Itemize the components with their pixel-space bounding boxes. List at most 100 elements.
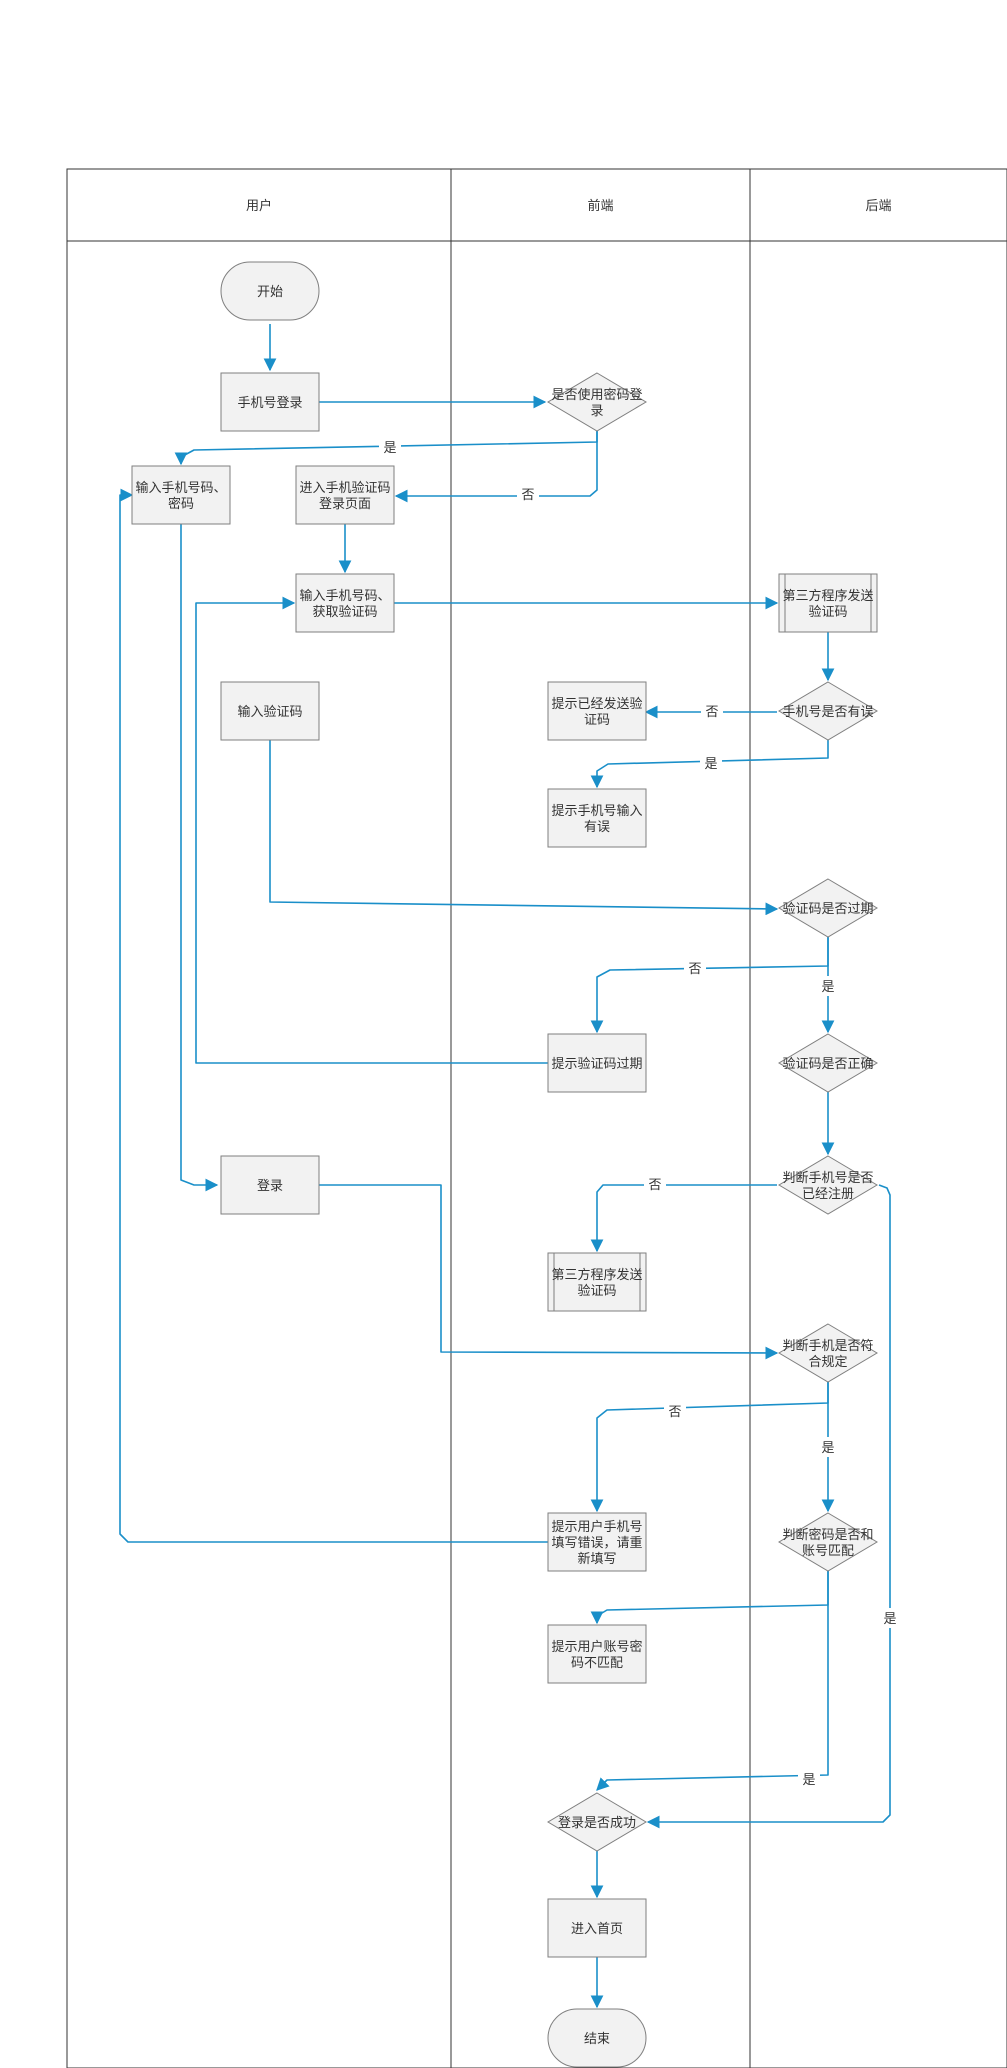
decision-diamond [547,372,647,432]
process-box [131,465,231,525]
edge-label-bg [644,1174,666,1194]
process-box [295,465,395,525]
lane-title-user: 用户 [246,198,272,214]
node-code_correct: 验证码是否正确 [778,1033,878,1093]
process-box [220,372,320,432]
node-label: 密码 [168,496,194,512]
process-box [547,681,647,741]
edge-label-text: 否 [521,488,534,503]
edge-label-text: 是 [821,980,834,995]
node-label: 结束 [584,2032,610,2047]
edge-label-text: 是 [802,1773,815,1788]
node-label: 输入手机号码、 [299,588,390,604]
node-label: 判断手机号是否 [782,1171,873,1186]
node-label: 有误 [584,820,610,835]
edge-label-bg [517,484,539,504]
node-label: 手机号登录 [237,396,302,411]
edge-tip_rewrite-to-input_phone_pwd [119,488,548,1543]
edge-label-text: 否 [648,1178,661,1193]
node-login_ok: 登录是否成功 [547,1792,647,1852]
node-label: 提示验证码过期 [551,1056,642,1072]
node-code_expired: 验证码是否过期 [778,878,878,938]
process-box [778,573,878,633]
edge-input_phone_pwd-to-login [180,524,219,1192]
node-label: 手机号是否有误 [782,705,873,720]
edge-label-bg [879,1608,901,1628]
node-label: 码不匹配 [571,1656,623,1671]
node-label: 合规定 [808,1355,847,1370]
edge-label-bg [700,753,722,773]
node-label: 开始 [257,285,283,300]
edge-label-use_pwd-to-input_phone_pwd: 是 [379,437,401,457]
edge-label-bg [798,1769,820,1789]
edge-label-bg [684,958,706,978]
node-label: 验证码是否过期 [782,901,873,917]
edge-label-bg [379,437,401,457]
process-box [547,1512,647,1572]
decision-diamond [778,1323,878,1383]
edge-tip_code_expired-to-input_phone_code [195,596,548,1064]
node-label: 输入验证码 [237,704,302,720]
edge-label-text: 否 [705,705,718,720]
edge-label-code_expired-to-code_correct: 是 [817,976,839,996]
edge-label-phone_err-to-tip_sent: 否 [701,701,723,721]
edge-label-pwd_match-to-login_ok: 是 [798,1769,820,1789]
node-label: 验证码 [577,1283,616,1299]
edge-label-bg [664,1401,686,1421]
node-phone_login: 手机号登录 [220,372,320,432]
edge-input_code-to-code_expired [269,740,779,916]
edge-phone_err-to-tip_phone_err [590,740,829,789]
edge-label-text: 否 [688,962,701,977]
decision-diamond [778,1155,878,1215]
node-tip_code_expired: 提示验证码过期 [547,1033,647,1093]
node-label: 输入手机号码、 [135,480,226,496]
edge-use_pwd-to-sms_page [394,431,598,503]
decision-diamond [778,878,878,938]
node-input_code: 输入验证码 [220,681,320,741]
edge-label-text: 是 [383,441,396,456]
node-label: 进入首页 [571,1922,623,1937]
node-label: 提示已经发送验 [551,696,642,712]
node-home: 进入首页 [547,1898,647,1958]
node-input_phone_code: 输入手机号码、获取验证码 [295,573,395,633]
edge-label-registered-to-third_send_2: 否 [644,1174,666,1194]
edge-label-text: 是 [883,1612,896,1627]
process-box [547,1252,647,1312]
edge-label-use_pwd-to-sms_page: 否 [517,484,539,504]
node-label: 新填写 [577,1551,616,1567]
edge-label-text: 否 [668,1405,681,1420]
node-label: 提示手机号输入 [551,803,642,819]
node-end: 结束 [547,2008,647,2068]
process-box [547,1033,647,1093]
node-label: 验证码 [808,604,847,620]
terminal-shape [220,261,320,321]
lane-title-backend: 后端 [865,199,891,214]
edge-registered-to-third_send_2 [590,1184,777,1253]
edge-label-text: 是 [704,757,717,772]
edge-pwd_match-to-tip_mismatch [590,1571,829,1625]
process-box [220,681,320,741]
process-box [547,1624,647,1684]
node-label: 已经注册 [802,1187,854,1202]
edge-label-phone_valid-to-pwd_match: 是 [817,1437,839,1457]
edge-label-registered-to-login_ok: 是 [879,1608,901,1628]
node-label: 判断手机是否符 [782,1338,873,1354]
decision-diamond [778,681,878,741]
node-label: 进入手机验证码 [299,480,390,496]
node-label: 第三方程序发送 [551,1267,642,1283]
terminal-shape [547,2008,647,2068]
node-start: 开始 [220,261,320,321]
edge-label-phone_valid-to-tip_rewrite: 否 [664,1401,686,1421]
edge-label-bg [817,1437,839,1457]
edge-label-phone_err-to-tip_phone_err: 是 [700,753,722,773]
